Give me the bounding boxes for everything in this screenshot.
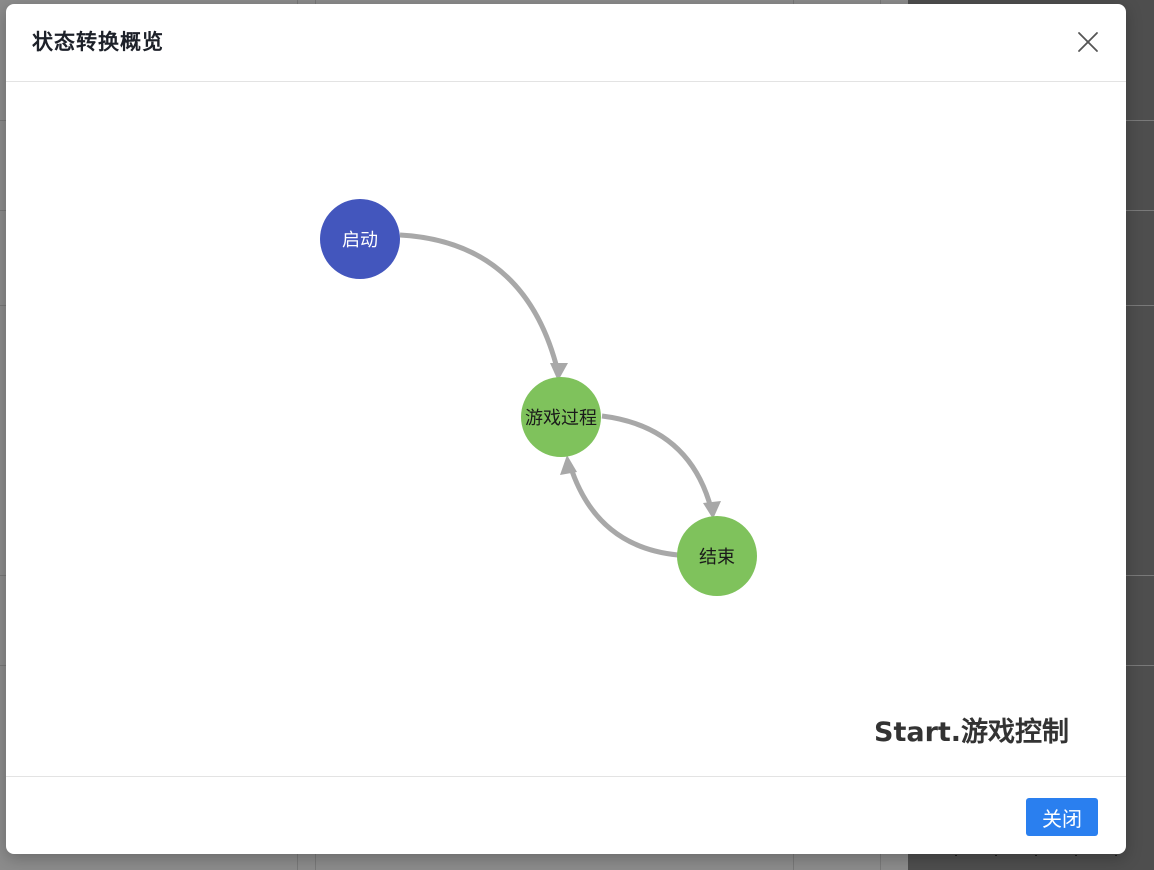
modal-footer: 关闭 (6, 776, 1126, 854)
modal-body: 启动 游戏过程 结束 Start.游戏控制 (6, 82, 1126, 776)
node-label: 游戏过程 (525, 408, 597, 429)
background-dot-grid (918, 855, 1154, 870)
state-graph: 启动 游戏过程 结束 (320, 199, 757, 596)
modal-title: 状态转换概览 (32, 30, 164, 54)
modal-header: 状态转换概览 (6, 4, 1126, 82)
close-icon (1078, 32, 1098, 52)
close-button[interactable] (1072, 26, 1104, 58)
edge-arrowhead (560, 455, 577, 475)
edge-arrowhead (703, 501, 721, 519)
node-label: 启动 (342, 230, 378, 251)
close-dialog-button[interactable]: 关闭 (1026, 798, 1098, 836)
edge-arrowhead (550, 363, 568, 381)
node-playing[interactable]: 游戏过程 (521, 377, 601, 457)
graph-watermark: Start.游戏控制 (874, 717, 1070, 748)
node-label: 结束 (699, 547, 735, 568)
edge-end-to-playing (567, 464, 679, 558)
state-transition-modal: 状态转换概览 启动 (6, 4, 1126, 854)
node-end[interactable]: 结束 (677, 516, 757, 596)
edge-playing-to-end (601, 413, 715, 513)
edge-start-to-playing (399, 232, 561, 373)
node-start[interactable]: 启动 (320, 199, 400, 279)
